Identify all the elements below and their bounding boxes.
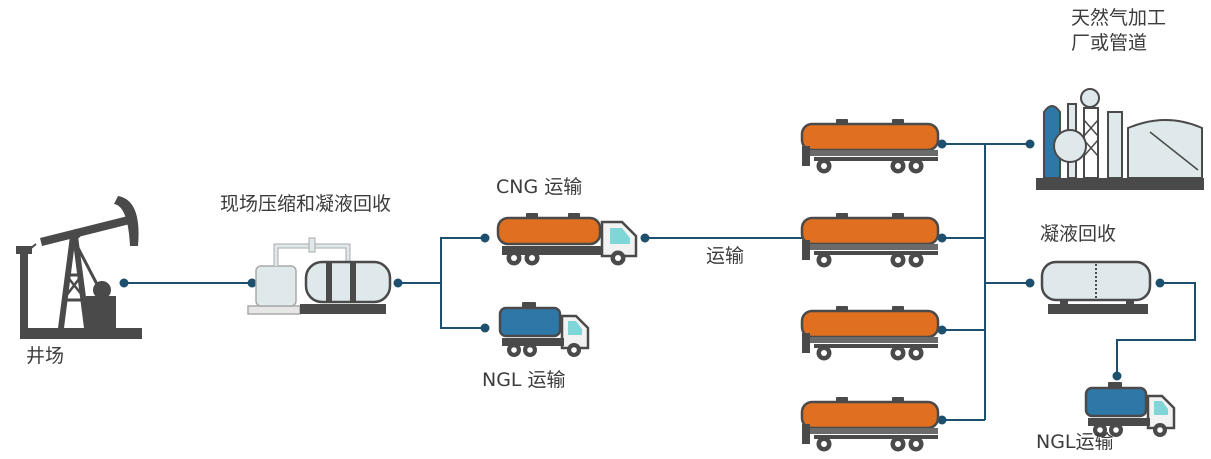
plant-label-line1: 天然气加工 [1071,7,1167,29]
ngl-box-truck-icon [498,300,590,359]
plant-label-line2: 厂或管道 [1071,31,1148,54]
pumpjack-icon [16,196,142,339]
condensate-recovery-label: 凝液回收 [1040,223,1117,245]
cng-tanker-truck-icon [496,211,638,267]
transport-label: 运输 [706,245,745,267]
connector-lines [124,143,1196,421]
onsite-recovery-label: 现场压缩和凝液回收 [220,193,392,215]
ngl-box-truck-icon [1084,380,1176,439]
cng-transport-label: CNG 运输 [496,176,583,198]
ngl-transport-label: NGL 运输 [482,369,566,391]
separator-tank-icon [1040,260,1152,314]
wellsite-label: 井场 [26,345,65,367]
tanker-truck-icon [800,117,940,175]
tanker-truck-icon [800,395,940,453]
plant-label: 天然气加工 厂或管道 [1071,6,1166,55]
processing-plant-icon [1036,88,1204,190]
ngl-transport-label-2: NGL运输 [1036,431,1114,453]
compressor-skid-icon [247,237,392,315]
tanker-truck-icon [800,211,940,269]
tanker-truck-icon [800,304,940,362]
